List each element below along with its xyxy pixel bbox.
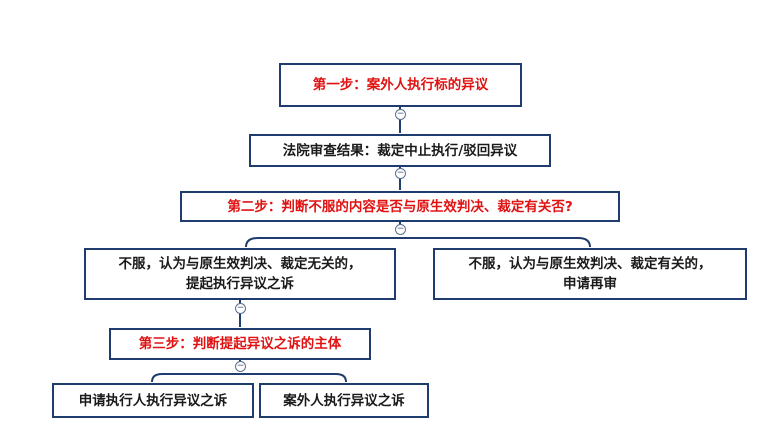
connector-step3-leaves (151, 360, 347, 383)
step1-node[interactable]: 第一步：案外人执行标的异议 (279, 63, 522, 107)
outsider-suit-node[interactable]: 案外人执行异议之诉 (259, 383, 429, 418)
result-label: 法院审查结果：裁定中止执行/驳回异议 (282, 142, 518, 159)
related-branch-node[interactable]: 不服，认为与原生效判决、裁定有关的， 申请再审 (433, 248, 747, 300)
collapse-toggle-unrelated[interactable]: − (235, 303, 246, 314)
applicant-suit-label: 申请执行人执行异议之诉 (78, 392, 228, 409)
collapse-toggle-step2[interactable]: − (395, 224, 406, 235)
related-line1: 不服，认为与原生效判决、裁定有关的， (468, 256, 712, 272)
step3-node[interactable]: 第三步：判断提起异议之诉的主体 (109, 328, 371, 360)
step2-node[interactable]: 第二步：判断不服的内容是否与原生效判决、裁定有关否? (180, 191, 620, 222)
connector-step2-branches (245, 222, 591, 248)
collapse-toggle-step1[interactable]: − (395, 109, 406, 120)
collapse-toggle-step3[interactable]: − (235, 361, 246, 372)
result-node[interactable]: 法院审查结果：裁定中止执行/驳回异议 (249, 134, 551, 167)
applicant-suit-node[interactable]: 申请执行人执行异议之诉 (52, 383, 254, 418)
unrelated-branch-node[interactable]: 不服，认为与原生效判决、裁定无关的， 提起执行异议之诉 (84, 248, 396, 300)
step2-label: 第二步：判断不服的内容是否与原生效判决、裁定有关否? (227, 198, 573, 215)
unrelated-line1: 不服，认为与原生效判决、裁定无关的， (118, 256, 362, 272)
unrelated-line2: 提起执行异议之诉 (186, 276, 294, 292)
step3-label: 第三步：判断提起异议之诉的主体 (138, 336, 342, 352)
outsider-suit-label: 案外人执行异议之诉 (283, 392, 405, 409)
collapse-toggle-result[interactable]: − (395, 168, 406, 179)
related-line2: 申请再审 (563, 276, 617, 292)
step1-label: 第一步：案外人执行标的异议 (312, 77, 489, 93)
